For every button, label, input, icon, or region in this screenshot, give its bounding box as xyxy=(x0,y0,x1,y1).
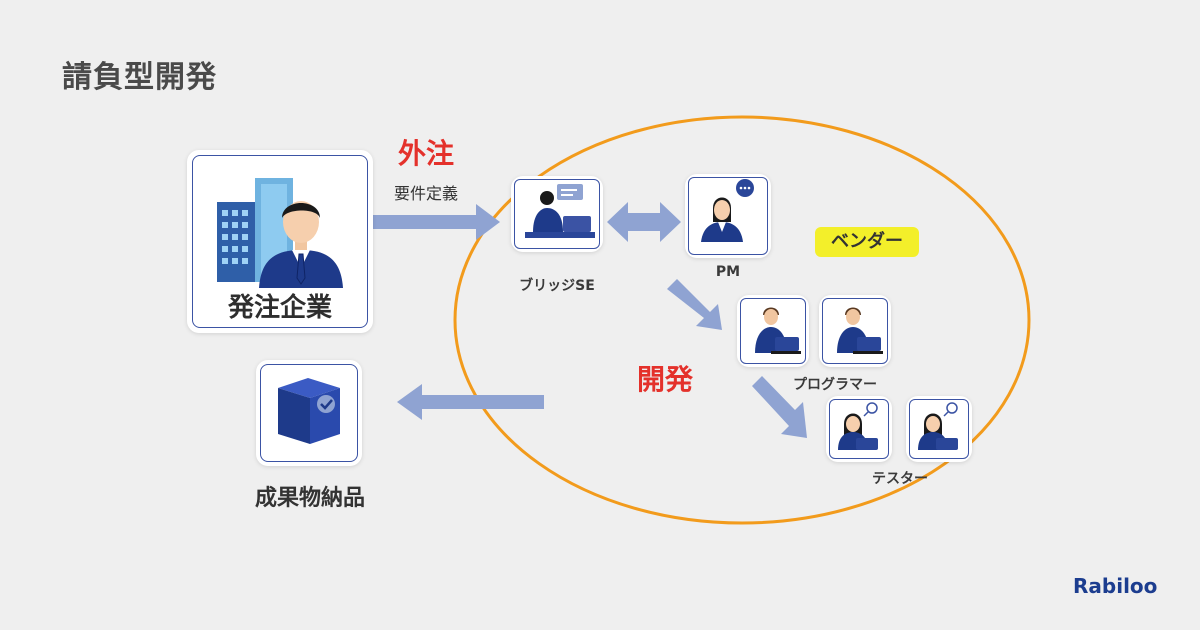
development-label: 開発 xyxy=(637,363,694,396)
double-arrow-bridge-pm xyxy=(607,202,681,242)
tester-card-2 xyxy=(906,396,972,462)
tester-icon xyxy=(838,402,878,450)
tester-icon xyxy=(918,402,958,450)
programmer-icon xyxy=(837,307,883,354)
pm-card xyxy=(685,174,771,258)
pm-icon xyxy=(701,179,754,242)
arrow-to-testers xyxy=(752,376,807,438)
client-label: 発注企業 xyxy=(227,293,332,323)
brand-logo: Rabiloo xyxy=(1073,574,1158,598)
programmer-icon xyxy=(755,307,801,354)
deliverable-card xyxy=(256,360,362,466)
bridge-se-card xyxy=(511,176,603,252)
arrow-to-programmers xyxy=(667,279,722,330)
box-icon xyxy=(278,378,340,444)
programmer-label: プログラマー xyxy=(793,377,877,393)
pm-label: PM xyxy=(715,264,741,280)
outsource-label: 外注 xyxy=(398,137,455,170)
requirements-label: 要件定義 xyxy=(394,184,459,203)
businessman-icon xyxy=(259,201,343,288)
tester-card-1 xyxy=(826,396,892,462)
tester-label: テスター xyxy=(872,471,928,487)
vendor-badge: ベンダー xyxy=(815,227,919,257)
programmer-card-1 xyxy=(737,295,809,367)
page-title: 請負型開発 xyxy=(62,60,217,95)
client-illustration xyxy=(217,178,343,288)
arrow-deliverable xyxy=(397,384,544,420)
bridge-se-label: ブリッジSE xyxy=(519,278,595,294)
programmer-card-2 xyxy=(819,295,891,367)
deliverable-label: 成果物納品 xyxy=(254,486,365,511)
client-card: 発注企業 xyxy=(187,150,373,333)
bridge-se-icon xyxy=(525,184,595,238)
vendor-ellipse xyxy=(453,115,1031,525)
arrow-outsource xyxy=(373,204,500,240)
